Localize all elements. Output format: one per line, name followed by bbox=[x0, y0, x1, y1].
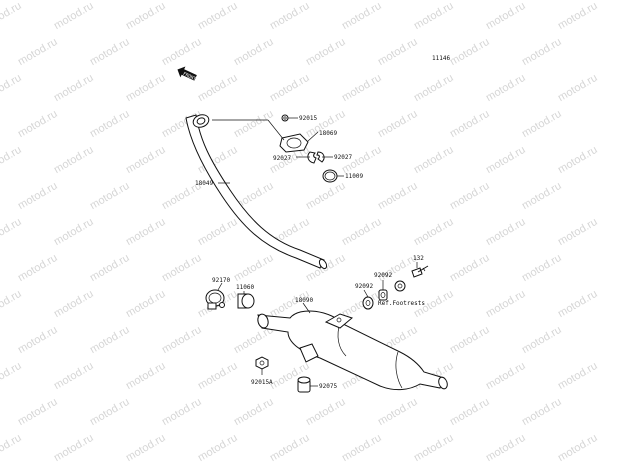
label-92027-right: 92027 bbox=[334, 154, 352, 161]
nut-92015 bbox=[281, 114, 289, 122]
muffler-clamp bbox=[205, 289, 225, 310]
label-92015: 92015 bbox=[299, 115, 317, 122]
leader-lines-upper bbox=[212, 117, 344, 184]
collar-92092-right bbox=[378, 289, 388, 301]
diagram-code: 11146 bbox=[432, 55, 450, 62]
label-92075: 92075 bbox=[319, 383, 337, 390]
nut-92015a bbox=[255, 356, 269, 370]
gasket-11060 bbox=[237, 293, 255, 309]
washer bbox=[394, 280, 406, 292]
label-18069: 18069 bbox=[319, 130, 337, 137]
label-92170: 92170 bbox=[212, 277, 230, 284]
label-11060: 11060 bbox=[236, 284, 254, 291]
bolt-132 bbox=[411, 265, 429, 278]
leader-lines-lower bbox=[217, 262, 418, 387]
front-arrow-label: FRONT bbox=[182, 71, 197, 82]
split-collar bbox=[307, 151, 325, 164]
label-18090: 18090 bbox=[295, 297, 313, 304]
exhaust-flange bbox=[279, 133, 309, 153]
label-92015a: 92015A bbox=[251, 379, 273, 386]
ref-footrests-label: Ref.Footrests bbox=[378, 300, 425, 307]
front-arrow-icon: FRONT bbox=[177, 66, 197, 82]
label-92092-a: 92092 bbox=[374, 272, 392, 279]
muffler bbox=[257, 310, 448, 391]
label-92092-b: 92092 bbox=[355, 283, 373, 290]
label-11009: 11009 bbox=[345, 173, 363, 180]
damper-92075 bbox=[297, 376, 311, 393]
label-132: 132 bbox=[413, 255, 424, 262]
header-pipe bbox=[185, 114, 328, 270]
label-92027-left: 92027 bbox=[273, 155, 291, 162]
collar-92092-left bbox=[362, 296, 374, 310]
label-18049: 18049 bbox=[195, 180, 213, 187]
